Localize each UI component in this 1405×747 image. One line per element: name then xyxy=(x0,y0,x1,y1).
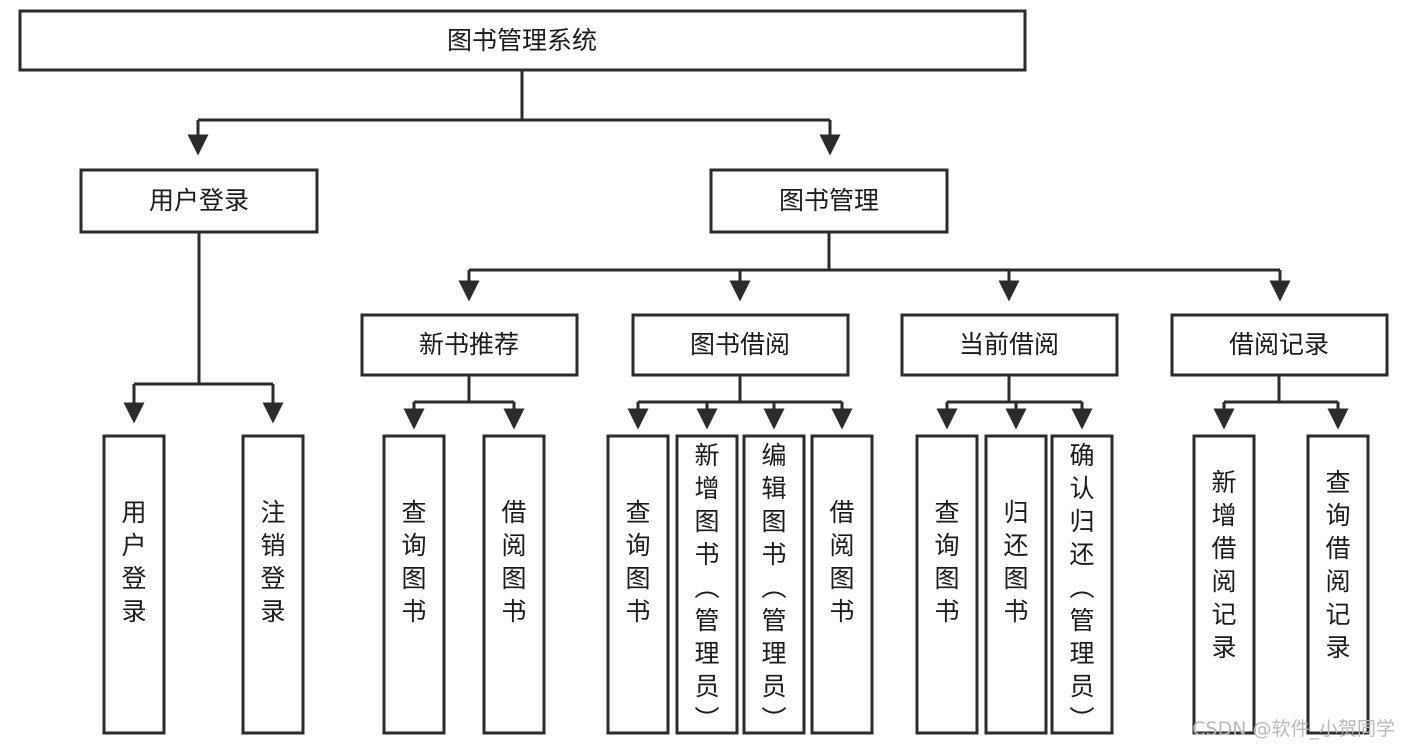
leaf-add-book-label: 新增图书︵管理员︶ xyxy=(694,441,719,734)
leaf-return-book-box xyxy=(984,434,1048,735)
leaf-query-borrow-record-label: 查询借阅记录 xyxy=(1325,468,1350,662)
node-root-label: 图书管理系统 xyxy=(447,26,597,55)
connector-borrow-record-to-leaves xyxy=(1213,375,1349,430)
leaf-borrow-book-1-label: 借阅图书 xyxy=(501,498,526,626)
leaf-query-book-2[interactable]: 查询图书 xyxy=(606,434,670,735)
node-book-borrow[interactable]: 图书借阅 xyxy=(631,313,850,377)
node-new-book-recommend[interactable]: 新书推荐 xyxy=(360,313,579,377)
leaf-query-borrow-record[interactable]: 查询借阅记录 xyxy=(1306,434,1370,735)
leaf-edit-book[interactable]: 编辑图书︵管理员︶ xyxy=(742,434,806,735)
node-borrow-record[interactable]: 借阅记录 xyxy=(1170,313,1389,377)
leaf-borrow-book-2-box xyxy=(810,434,874,735)
node-current-borrow-label: 当前借阅 xyxy=(959,330,1059,359)
node-book-borrow-label: 图书借阅 xyxy=(690,330,790,359)
leaf-query-book-3-label: 查询图书 xyxy=(934,498,959,626)
leaf-query-book-3[interactable]: 查询图书 xyxy=(915,434,979,735)
connector-book-borrow-to-leaves xyxy=(627,375,853,430)
connector-new-book-recommend-to-leaves xyxy=(403,375,525,430)
leaf-edit-book-label: 编辑图书︵管理员︶ xyxy=(761,441,786,734)
leaf-add-book[interactable]: 新增图书︵管理员︶ xyxy=(675,434,739,735)
leaf-confirm-return-label: 确认归还︵管理员︶ xyxy=(1069,441,1094,734)
node-new-book-recommend-label: 新书推荐 xyxy=(419,330,519,359)
leaf-confirm-return[interactable]: 确认归还︵管理员︶ xyxy=(1050,434,1114,735)
node-current-borrow[interactable]: 当前借阅 xyxy=(900,313,1119,377)
leaf-logout-login-box xyxy=(241,434,305,735)
leaf-return-book-label: 归还图书 xyxy=(1003,498,1028,626)
leaf-logout-login-label: 注销登录 xyxy=(260,498,285,626)
leaf-query-book-2-label: 查询图书 xyxy=(625,498,650,626)
leaf-borrow-book-2[interactable]: 借阅图书 xyxy=(810,434,874,735)
leaf-user-login-box xyxy=(102,434,166,735)
leaf-user-login-label: 用户登录 xyxy=(121,498,146,626)
leaf-user-login[interactable]: 用户登录 xyxy=(102,434,166,735)
node-user-login-box xyxy=(79,168,319,234)
leaf-query-book-1-label: 查询图书 xyxy=(401,498,426,626)
connector-root-to-level2 xyxy=(187,70,841,156)
leaf-return-book[interactable]: 归还图书 xyxy=(984,434,1048,735)
node-root[interactable]: 图书管理系统 xyxy=(18,9,1027,72)
leaf-add-book-box xyxy=(675,434,739,735)
node-book-management-label: 图书管理 xyxy=(779,186,879,215)
connector-user-login-to-leaves xyxy=(123,232,284,424)
leaf-confirm-return-box xyxy=(1050,434,1114,735)
node-borrow-record-label: 借阅记录 xyxy=(1229,330,1329,359)
leaf-borrow-book-2-label: 借阅图书 xyxy=(829,498,854,626)
leaf-query-book-3-box xyxy=(915,434,979,735)
connector-current-borrow-to-leaves xyxy=(936,375,1093,430)
leaf-edit-book-box xyxy=(742,434,806,735)
leaf-add-borrow-record-box xyxy=(1192,434,1256,735)
leaf-add-borrow-record-label: 新增借阅记录 xyxy=(1211,468,1236,662)
leaf-query-book-1[interactable]: 查询图书 xyxy=(382,434,446,735)
leaf-query-book-1-box xyxy=(382,434,446,735)
leaf-logout-login[interactable]: 注销登录 xyxy=(241,434,305,735)
leaf-borrow-book-1[interactable]: 借阅图书 xyxy=(482,434,546,735)
csdn-watermark: CSDN @软件_小贺同学 xyxy=(1192,718,1395,740)
connector-book-management-to-level3 xyxy=(458,232,1291,302)
node-current-borrow-box xyxy=(900,313,1119,377)
node-user-login[interactable]: 用户登录 xyxy=(79,168,319,234)
leaf-borrow-book-1-box xyxy=(482,434,546,735)
node-book-management[interactable]: 图书管理 xyxy=(709,168,949,234)
node-root-box xyxy=(18,9,1027,72)
node-user-login-label: 用户登录 xyxy=(149,186,249,215)
leaf-add-borrow-record[interactable]: 新增借阅记录 xyxy=(1192,434,1256,735)
leaf-query-book-2-box xyxy=(606,434,670,735)
node-new-book-recommend-box xyxy=(360,313,579,377)
leaf-query-borrow-record-box xyxy=(1306,434,1370,735)
